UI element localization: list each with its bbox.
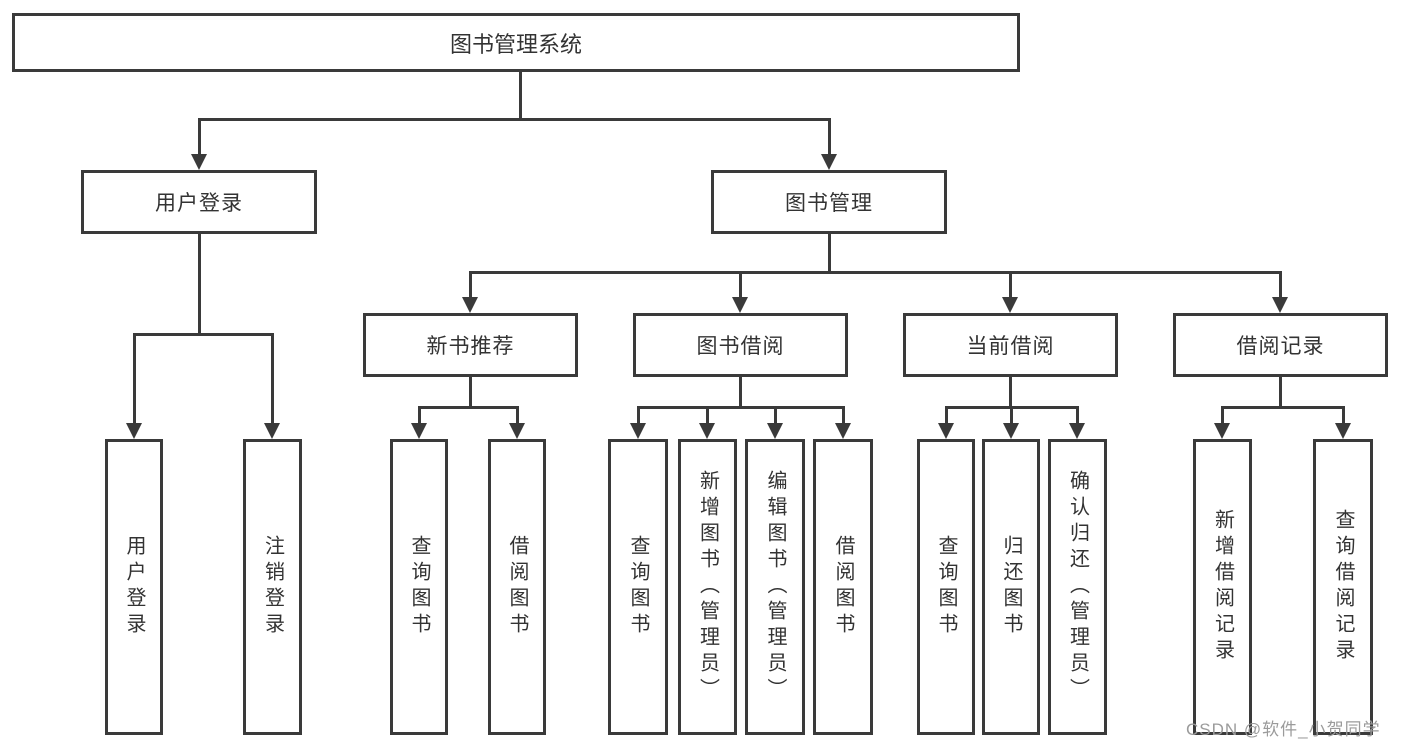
arrow-down-icon (1002, 297, 1018, 313)
arrow-down-icon (630, 423, 646, 439)
leaf-return-books: 归还图书 (982, 439, 1040, 735)
connector-leaf-drop (706, 406, 709, 423)
arrow-down-icon (835, 423, 851, 439)
node-label: 用户登录 (155, 192, 243, 215)
connector-stem (1009, 377, 1012, 406)
node-library-management-system: 图书管理系统 (12, 13, 1020, 72)
connector-user-login-rail (133, 333, 274, 336)
leaf-label: 借阅图书 (506, 535, 528, 639)
leaf-label: 查询图书 (627, 535, 649, 639)
connector-stem (1279, 377, 1282, 406)
connector-book-mgmt-stem (828, 234, 831, 271)
connector-root-stem (519, 72, 522, 118)
arrow-down-icon (126, 423, 142, 439)
node-label: 图书借阅 (696, 335, 785, 358)
leaf-label: 借阅图书 (832, 535, 854, 639)
leaf-borrow-books: 借阅图书 (813, 439, 873, 735)
connector-new-books-drop (469, 271, 472, 297)
leaf-label: 查询图书 (408, 535, 430, 639)
connector-rail (1221, 406, 1344, 409)
node-label: 借阅记录 (1236, 335, 1325, 358)
connector-leaf-drop (271, 333, 274, 423)
connector-borrowing-drop (739, 271, 742, 297)
arrow-down-icon (462, 297, 478, 313)
connector-stem (469, 377, 472, 406)
connector-user-login-stem (198, 234, 201, 333)
arrow-down-icon (1335, 423, 1351, 439)
arrow-down-icon (191, 154, 207, 170)
leaf-label: 新增图书（管理员） (696, 470, 719, 704)
node-label: 新书推荐 (426, 335, 515, 358)
leaf-query-books: 查询图书 (608, 439, 668, 735)
leaf-label: 新增借阅记录 (1211, 509, 1234, 665)
leaf-add-borrow-record: 新增借阅记录 (1193, 439, 1252, 735)
arrow-down-icon (411, 423, 427, 439)
leaf-query-books: 查询图书 (917, 439, 975, 735)
leaf-user-login: 用户登录 (105, 439, 163, 735)
node-new-book-recommendation: 新书推荐 (363, 313, 578, 377)
leaf-label: 注销登录 (261, 535, 284, 639)
node-label: 图书管理系统 (449, 31, 582, 57)
node-book-management: 图书管理 (711, 170, 947, 234)
node-user-login: 用户登录 (81, 170, 317, 234)
connector-leaf-drop (1221, 406, 1224, 423)
connector-root-rail (198, 118, 831, 121)
connector-rail (637, 406, 844, 409)
arrow-down-icon (1272, 297, 1288, 313)
connector-rail (418, 406, 518, 409)
arrow-down-icon (732, 297, 748, 313)
leaf-label: 查询图书 (935, 535, 957, 639)
connector-book-mgmt-rail (469, 271, 1281, 274)
arrow-down-icon (699, 423, 715, 439)
connector-leaf-drop (133, 333, 136, 423)
connector-leaf-drop (842, 406, 845, 423)
connector-leaf-drop (1010, 406, 1013, 423)
arrow-down-icon (767, 423, 783, 439)
leaf-borrow-books: 借阅图书 (488, 439, 546, 735)
arrow-down-icon (509, 423, 525, 439)
arrow-down-icon (264, 423, 280, 439)
leaf-query-borrow-record: 查询借阅记录 (1313, 439, 1373, 735)
leaf-confirm-return-admin: 确认归还（管理员） (1048, 439, 1107, 735)
connector-leaf-drop (1342, 406, 1345, 423)
leaf-label: 查询借阅记录 (1332, 509, 1354, 665)
node-label: 当前借阅 (966, 335, 1055, 358)
leaf-label: 用户登录 (123, 535, 145, 639)
arrow-down-icon (1069, 423, 1085, 439)
arrow-down-icon (1003, 423, 1019, 439)
connector-current-drop (1009, 271, 1012, 297)
leaf-query-books: 查询图书 (390, 439, 448, 735)
node-book-borrowing: 图书借阅 (633, 313, 848, 377)
connector-leaf-drop (1076, 406, 1079, 423)
leaf-label: 编辑图书（管理员） (764, 470, 786, 704)
leaf-logout: 注销登录 (243, 439, 302, 735)
leaf-add-books-admin: 新增图书（管理员） (678, 439, 737, 735)
arrow-down-icon (821, 154, 837, 170)
leaf-label: 确认归还（管理员） (1066, 470, 1089, 704)
connector-user-login-drop (198, 118, 201, 154)
connector-leaf-drop (516, 406, 519, 423)
connector-leaf-drop (418, 406, 421, 423)
connector-leaf-drop (945, 406, 948, 423)
connector-leaf-drop (774, 406, 777, 423)
leaf-edit-books-admin: 编辑图书（管理员） (745, 439, 805, 735)
csdn-watermark: CSDN @软件_小贺同学 (1186, 720, 1381, 739)
connector-leaf-drop (637, 406, 640, 423)
node-borrowing-records: 借阅记录 (1173, 313, 1388, 377)
connector-records-drop (1279, 271, 1282, 297)
leaf-label: 归还图书 (1000, 535, 1022, 639)
connector-book-mgmt-drop (828, 118, 831, 154)
arrow-down-icon (1214, 423, 1230, 439)
connector-stem (739, 377, 742, 406)
node-current-borrowing: 当前借阅 (903, 313, 1118, 377)
arrow-down-icon (938, 423, 954, 439)
node-label: 图书管理 (785, 192, 873, 215)
